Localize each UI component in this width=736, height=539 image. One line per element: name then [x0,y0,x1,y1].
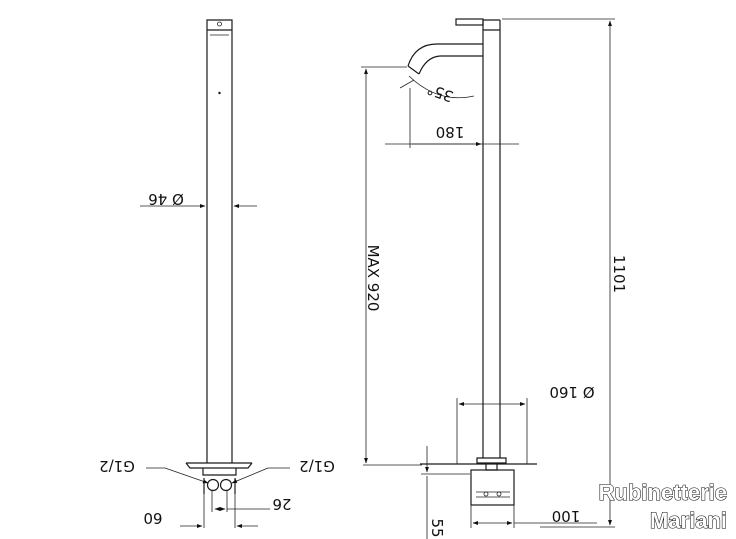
front-view: Ø 46 G1/2 G1/2 26 60 [99,19,335,528]
dim-diameter-base: Ø 160 [549,383,594,401]
label-g-right: G1/2 [299,457,335,475]
dim-diameter-body: Ø 46 [148,190,184,208]
dim-26: 26 [272,495,291,513]
dim-60: 60 [143,509,162,527]
dim-180: 180 [436,123,465,141]
dim-max-height: MAX 920 [364,245,382,312]
brand-logo: Rubinetterie Mariani [598,479,727,533]
brand-line-1: Rubinetterie [599,480,727,505]
label-g-left: G1/2 [99,457,135,475]
brand-line-2: Mariani [650,508,727,533]
dim-angle: 35° [425,80,456,106]
side-view: MAX 920 35° 180 1101 Ø 160 100 55 [361,18,628,539]
dim-55: 55 [428,518,446,537]
dim-100: 100 [552,507,581,525]
dim-total-height: 1101 [610,255,628,293]
